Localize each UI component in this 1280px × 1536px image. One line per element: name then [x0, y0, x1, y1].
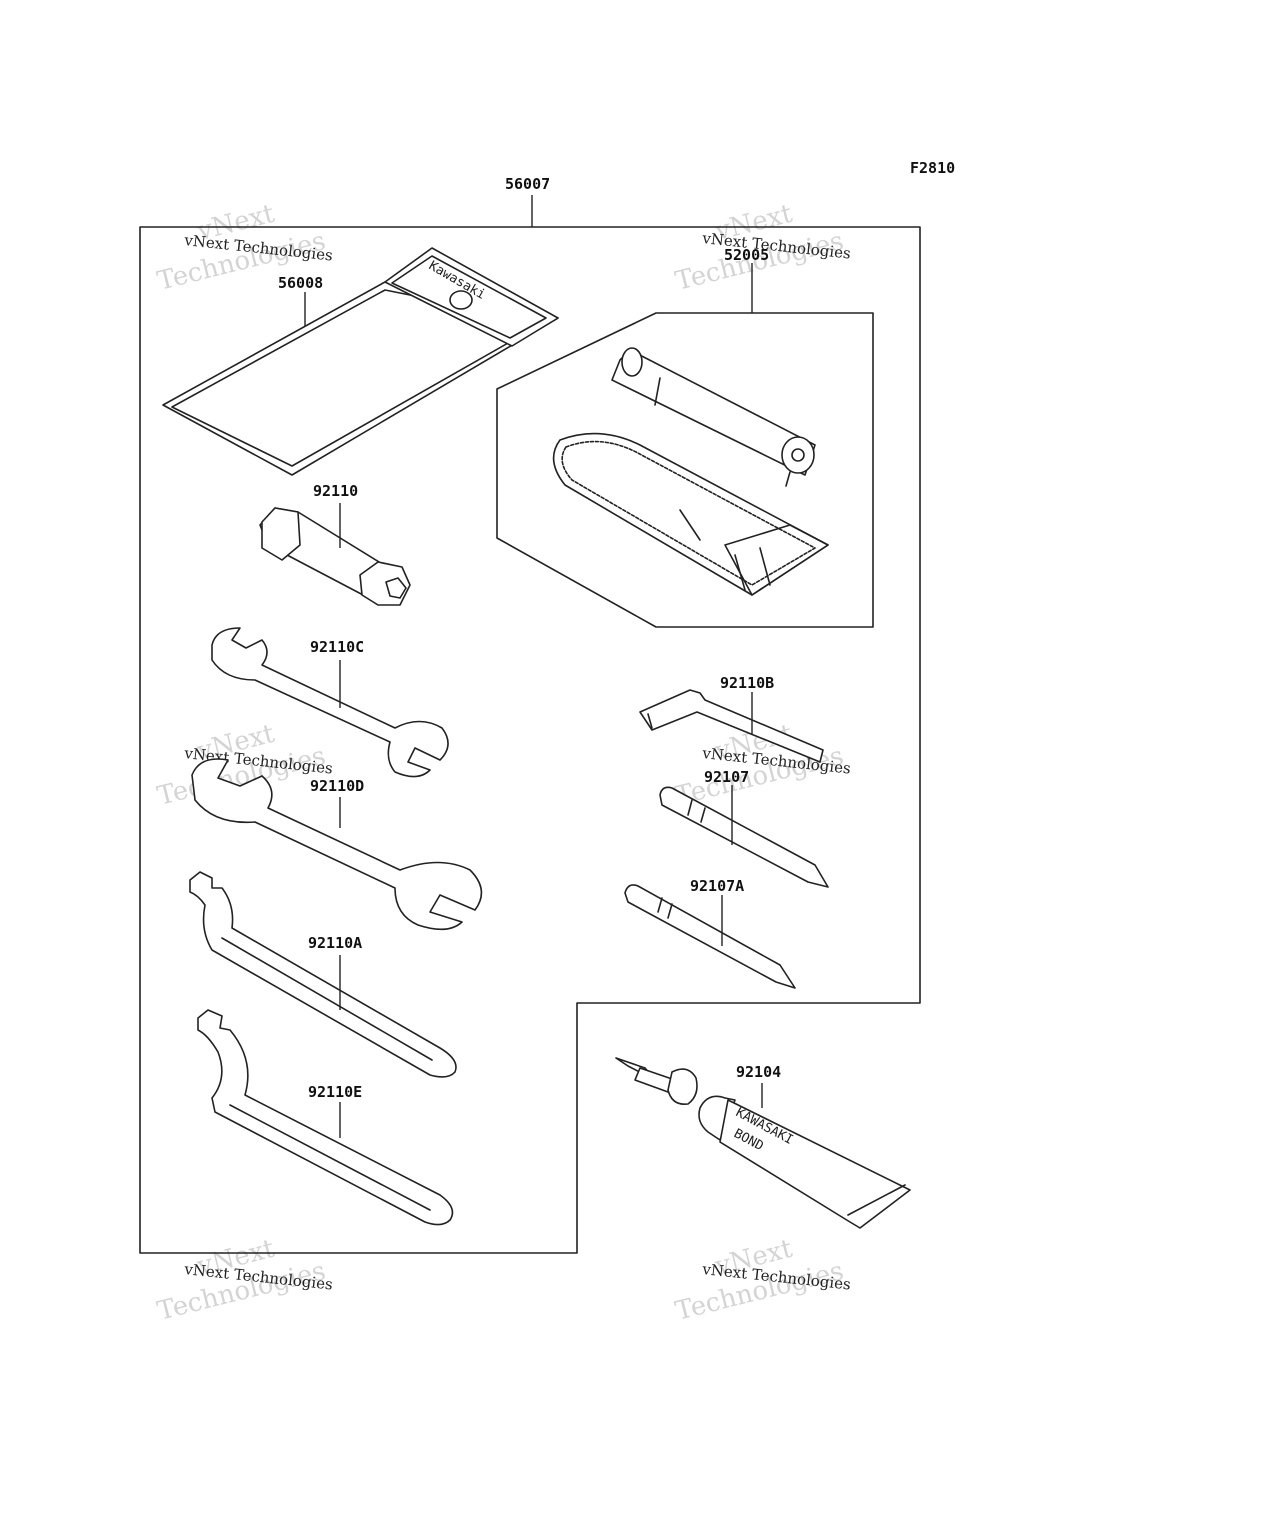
open-wrench-d: 92110D: [191, 758, 483, 931]
label-56008: 56008: [278, 274, 323, 292]
watermark-bottom-right: vNext Technologies vNext Technologies: [672, 1234, 851, 1327]
label-92107: 92107: [704, 768, 749, 786]
open-wrench-c: 92110C: [211, 627, 449, 778]
label-92104: 92104: [736, 1063, 781, 1081]
kit-outline: 56007: [139, 175, 921, 1254]
diagram-code: F2810: [910, 159, 955, 177]
tool-pouch: Kawasaki 56008: [162, 247, 559, 476]
screwdriver: 92107: [659, 768, 829, 888]
label-92110A: 92110A: [308, 934, 362, 952]
bond-tube: KAWASAKI BOND 92104: [615, 1057, 911, 1229]
label-92107A: 92107A: [690, 877, 744, 895]
label-92110D: 92110D: [310, 777, 364, 795]
hook-wrench-e: 92110E: [197, 1009, 454, 1226]
screwdriver-a: 92107A: [624, 877, 796, 989]
label-92110C: 92110C: [310, 638, 364, 656]
label-52005: 52005: [724, 246, 769, 264]
watermark-bottom-left: vNext Technologies vNext Technologies: [154, 1234, 333, 1327]
label-92110E: 92110E: [308, 1083, 362, 1101]
label-56007: 56007: [505, 175, 550, 193]
hook-wrench-a: 92110A: [189, 871, 457, 1078]
hex-key: 92110B: [639, 674, 824, 763]
plug-wrench: 92110: [259, 482, 411, 606]
pump-bag-box: 52005: [496, 246, 874, 628]
label-92110B: 92110B: [720, 674, 774, 692]
label-92110: 92110: [313, 482, 358, 500]
